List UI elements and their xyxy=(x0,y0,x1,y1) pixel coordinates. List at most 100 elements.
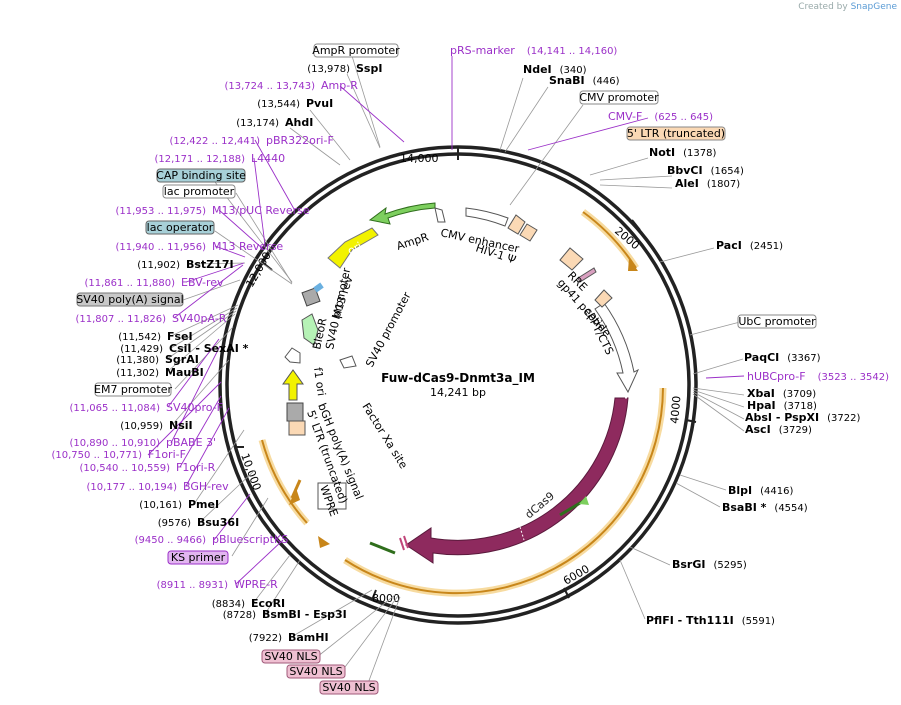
site-position: (9576) xyxy=(158,518,191,529)
primer-position: (11,807 .. 11,826) xyxy=(76,314,167,325)
label-box xyxy=(94,382,172,397)
primer-position: (3523 .. 3542) xyxy=(818,372,890,383)
label-box xyxy=(579,90,659,105)
label-box-text: EM7 promoter xyxy=(94,383,172,396)
site-name: BsaBI * xyxy=(722,501,767,514)
primer-name: Amp-R xyxy=(321,79,358,92)
primer-name: F1ori-R xyxy=(176,461,216,474)
primer-position: (8911 .. 8931) xyxy=(157,580,229,591)
site-name: BstZ17I xyxy=(186,258,234,271)
site-name: BsrGI xyxy=(672,558,705,571)
site-position: (2451) xyxy=(750,241,783,252)
primer-name: BGH-rev xyxy=(183,480,229,493)
site-name: BbvCI xyxy=(667,164,703,177)
site-position: (13,544) xyxy=(257,99,300,110)
primer-position: (10,540 .. 10,559) xyxy=(80,463,171,474)
green-arrows xyxy=(368,202,589,555)
primer-position: (11,065 .. 11,084) xyxy=(70,403,161,414)
primer-position: (10,177 .. 10,194) xyxy=(87,482,178,493)
primer-position: (10,890 .. 10,910) xyxy=(70,438,161,449)
primer-position: (625 .. 645) xyxy=(654,112,713,123)
primer-name: pBluescriptKS xyxy=(212,533,288,546)
site-position: (5295) xyxy=(713,560,746,571)
left-sites: (13,978)SspI(13,544)PvuI(13,174)AhdI(11,… xyxy=(116,62,382,644)
label-box-text: SV40 NLS xyxy=(289,665,342,678)
site-position: (1807) xyxy=(707,179,740,190)
left-primers: (13,724 .. 13,743) Amp-R (12,422 .. 12,441… xyxy=(52,79,359,591)
site-position: (7922) xyxy=(249,633,282,644)
label-box-text: UbC promoter xyxy=(738,315,816,328)
primer-name: pBABE 3' xyxy=(166,436,216,449)
site-name: NsiI xyxy=(169,419,193,432)
nls-marks xyxy=(399,535,409,551)
ori-arrow xyxy=(327,227,379,269)
right-sites: NdeI(340)SnaBI(446)NotI(1378)BbvCI(1654)… xyxy=(523,63,860,627)
site-position: (11,380) xyxy=(116,355,159,366)
right-primers: pRS-marker(14,141 .. 14,160)CMV-F(625 ..… xyxy=(450,44,889,383)
primer-position: (14,141 .. 14,160) xyxy=(527,46,618,57)
wpre-box xyxy=(317,482,347,510)
label-box xyxy=(319,680,379,695)
site-position: (11,542) xyxy=(118,332,161,343)
site-position: (446) xyxy=(593,76,620,87)
site-position: (3722) xyxy=(827,413,860,424)
site-position: (11,302) xyxy=(116,368,159,379)
primer-name: WPRE-R xyxy=(234,578,278,591)
site-name: EcoRI xyxy=(251,597,285,610)
primer-name: L4440 xyxy=(251,152,285,165)
site-name: BamHI xyxy=(288,631,329,644)
cppt-cts-arrow xyxy=(594,302,640,394)
primer-position: (11,940 .. 11,956) xyxy=(116,242,207,253)
primer-name: F1ori-F xyxy=(148,448,186,461)
site-name: BlpI xyxy=(728,484,752,497)
site-name: PacI xyxy=(716,239,742,252)
site-name: AscI xyxy=(745,423,771,436)
ltr-orf-arcs xyxy=(258,209,667,597)
plasmid-name: Fuw-dCas9-Dnmt3a_IM xyxy=(381,371,535,386)
site-name: Bsu36I xyxy=(197,516,239,529)
label-box xyxy=(313,43,399,58)
credit-prefix: Created by xyxy=(798,2,848,12)
label-box-text: CAP binding site xyxy=(156,169,246,182)
label-box xyxy=(261,649,321,664)
label-box-text: CMV promoter xyxy=(579,91,659,104)
label-box xyxy=(162,184,236,199)
snapgene-brand: SnapGene xyxy=(850,2,897,12)
site-position: (13,978) xyxy=(307,64,350,75)
label-box-text: SV40 NLS xyxy=(264,650,317,663)
site-name: MauBI xyxy=(165,366,204,379)
site-name: SgrAI xyxy=(165,353,199,366)
label-box xyxy=(626,126,726,141)
label-box xyxy=(737,314,817,329)
leader-lines xyxy=(166,55,745,687)
primer-name: M13/pUC Reverse xyxy=(212,204,310,217)
label-box-text: lac promoter xyxy=(164,185,235,198)
site-position: (3709) xyxy=(783,389,816,400)
left-inner-features xyxy=(282,282,357,436)
site-position: (340) xyxy=(560,65,587,76)
label-box-text: lac operator xyxy=(147,221,214,234)
feature-label-sv40-promoter-2: SV40 promoter xyxy=(363,290,414,370)
ruler-label: 4000 xyxy=(668,395,683,424)
primer-name: EBV-rev xyxy=(181,276,224,289)
site-position: (4416) xyxy=(760,486,793,497)
site-name: PmeI xyxy=(188,498,219,511)
primer-name: pRS-marker xyxy=(450,44,515,57)
primer-position: (13,724 .. 13,743) xyxy=(225,81,316,92)
ruler-label: 14,000 xyxy=(400,152,439,165)
primer-position: (12,422 .. 12,441) xyxy=(170,136,261,147)
site-name: NdeI xyxy=(523,63,552,76)
site-position: (11,902) xyxy=(137,260,180,271)
label-box-text: AmpR promoter xyxy=(312,44,400,57)
primer-position: (10,750 .. 10,771) xyxy=(52,450,143,461)
primer-name: SV40pro-F xyxy=(166,401,223,414)
site-name: AbsI - PspXI xyxy=(745,411,819,424)
feature-label-f1-ori: f1 ori xyxy=(311,367,328,397)
site-name: BsmBI - Esp3I xyxy=(262,608,347,621)
primer-position: (11,861 .. 11,880) xyxy=(85,278,176,289)
site-name: PflFI - Tth111I xyxy=(646,614,734,627)
site-position: (10,959) xyxy=(120,421,163,432)
